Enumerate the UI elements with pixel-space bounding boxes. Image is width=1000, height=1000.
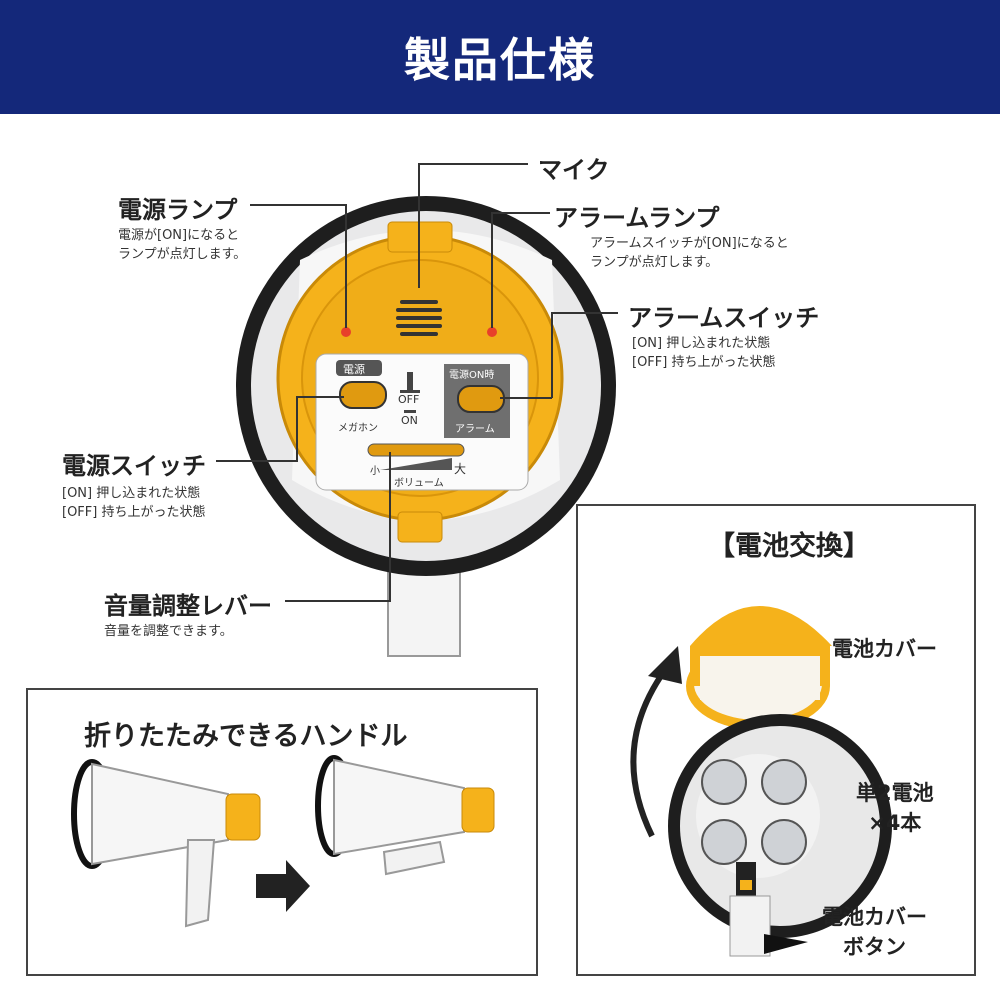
off-text: OFF [398, 393, 420, 406]
leader-alarm-lamp-v [491, 212, 493, 328]
header-banner: 製品仕様 [0, 0, 1000, 114]
battery-box-title: 【電池交換】 [708, 531, 870, 562]
leader-power-switch-v [296, 396, 298, 462]
battery-box: 【電池交換】 電池カバー 単2電池 ×4本 電池カバー ボタン [576, 504, 976, 976]
power-switch-desc: [ON] 押し込まれた状態 [OFF] 持ち上がった状態 [62, 486, 206, 520]
battery-cover-label: 電池カバー [832, 637, 937, 661]
volume-lever-label: 音量調整レバー [104, 592, 272, 620]
power-tag-text: 電源 [343, 363, 365, 376]
mic-label: マイク [538, 156, 610, 184]
volume-large-text: 大 [454, 462, 467, 476]
alarm-text: アラーム [455, 424, 495, 435]
open-arrow-icon [648, 646, 682, 684]
volume-text: ボリューム [394, 478, 444, 489]
battery-cover-button-label: 電池カバー ボタン [822, 905, 927, 959]
power-switch-label: 電源スイッチ [62, 452, 206, 480]
batteries-label: 単2電池 ×4本 [856, 781, 934, 835]
fold-arrow-icon [256, 860, 310, 912]
megaphone-text: メガホン [338, 423, 378, 434]
volume-small-text: 小 [370, 466, 380, 477]
leader-mic-h [418, 163, 528, 165]
alarm-switch-desc: [ON] 押し込まれた状態 [OFF] 持ち上がった状態 [632, 336, 776, 370]
leader-mic [418, 163, 420, 288]
megaphone-side-illustrations [71, 755, 495, 928]
leader-power-switch-tip [296, 396, 344, 398]
alarm-lamp-desc: アラームスイッチが[ON]になると ランプが点灯します。 [590, 236, 789, 270]
leader-alarm-switch-h [552, 312, 618, 314]
leader-alarm-switch-tip [500, 397, 552, 399]
power-lamp-label: 電源ランプ [118, 196, 238, 224]
battery-replacement-illustration [630, 606, 892, 957]
leader-power-lamp-v [345, 204, 347, 328]
leader-volume-h [285, 600, 391, 602]
power-lamp-dot [341, 327, 351, 337]
page-title: 製品仕様 [404, 33, 596, 87]
alarm-switch-label: アラームスイッチ [628, 304, 820, 332]
button-arrow-icon [764, 934, 808, 954]
alarm-on-text: 電源ON時 [449, 370, 495, 381]
leader-volume-v [389, 452, 391, 602]
mic-grille [396, 300, 442, 336]
alarm-lamp-dot [487, 327, 497, 337]
leader-power-switch-h [216, 460, 298, 462]
on-text: ON [401, 414, 418, 427]
power-lamp-desc: 電源が[ON]になると ランプが点灯します。 [118, 228, 247, 262]
leader-alarm-switch-v [551, 312, 553, 398]
leader-power-lamp-h [250, 204, 346, 206]
handle-box-title: 折りたたみできるハンドル [84, 721, 408, 752]
leader-alarm-lamp-h [492, 212, 550, 214]
volume-lever-desc: 音量を調整できます。 [104, 624, 233, 639]
alarm-lamp-label: アラームランプ [554, 204, 720, 232]
handle-box: 折りたたみできるハンドル [26, 688, 538, 976]
